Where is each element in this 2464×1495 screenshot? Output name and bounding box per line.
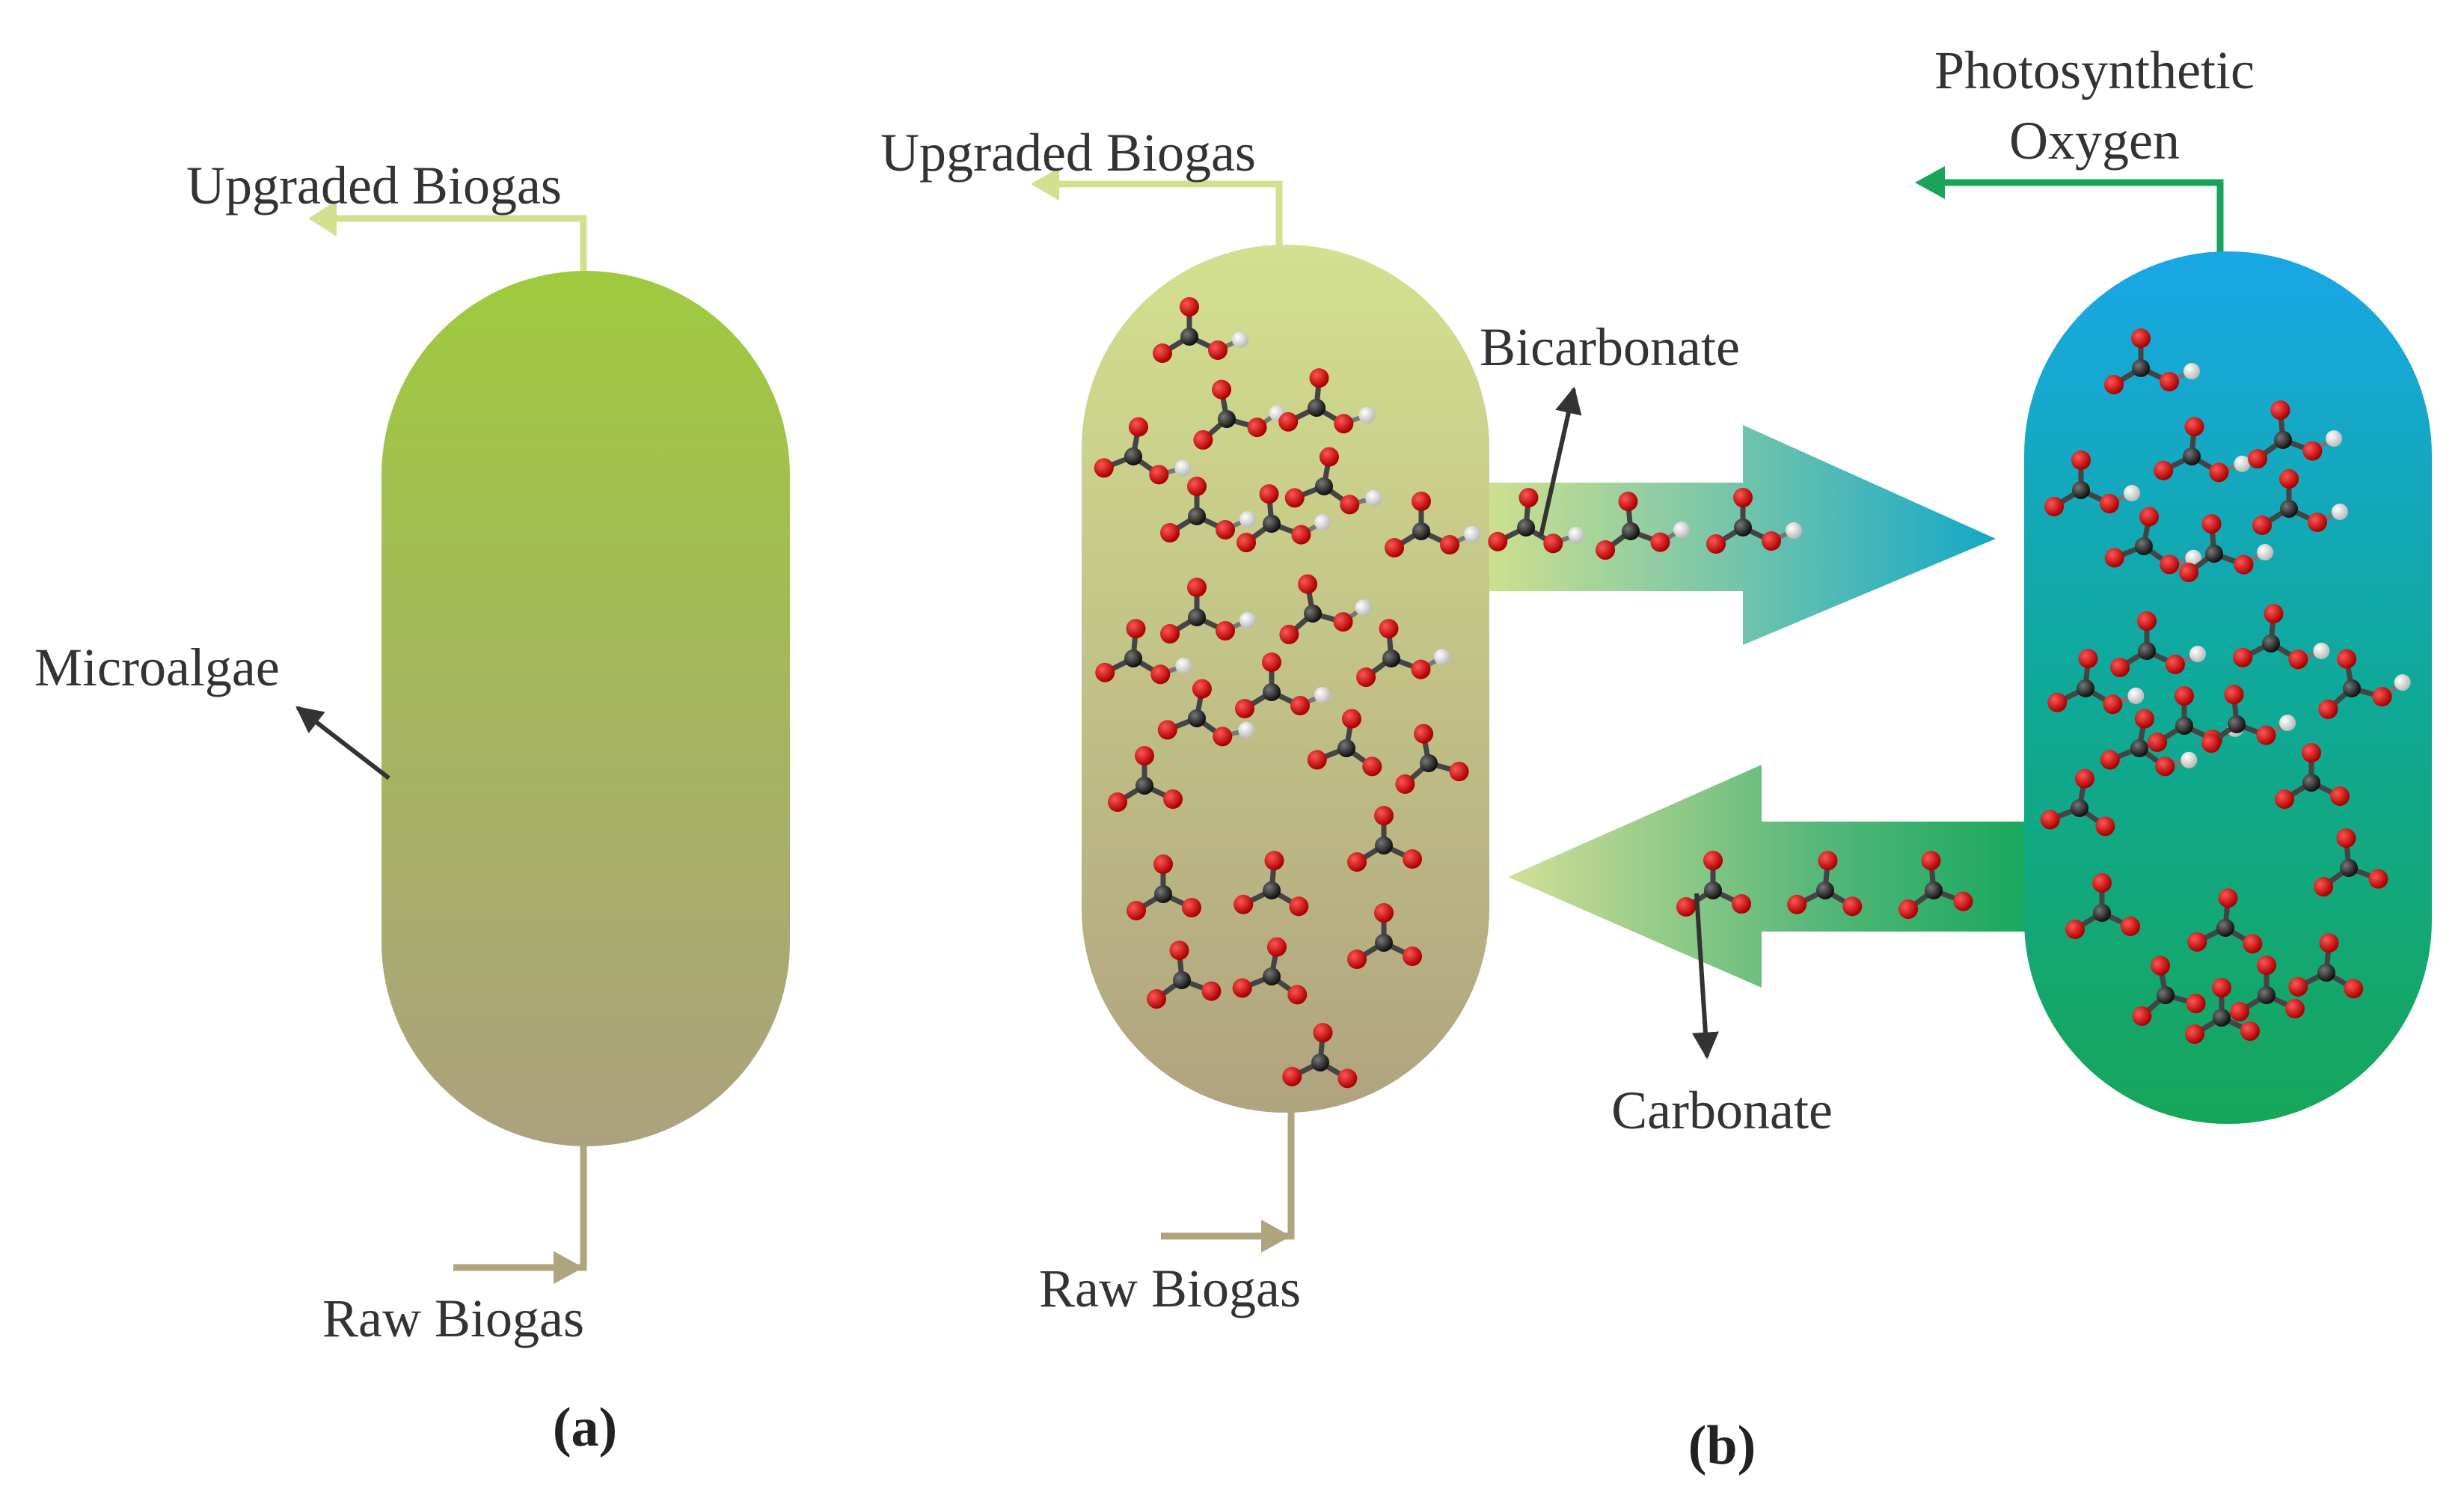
bicarbonate-molecule [1278, 368, 1376, 434]
microalgae-pointer-arrow [295, 706, 390, 780]
panel-b: Upgraded Biogas Bicarbonate Photosynthet… [880, 40, 2432, 1476]
carbonate-transfer-arrow [1508, 765, 2026, 988]
bicarbonate-pointer-arrow [1539, 386, 1582, 536]
raw-biogas-arrowhead-b [1261, 1220, 1291, 1253]
bicarbonate-molecule [1488, 488, 1585, 554]
bicarbonate-molecule [1160, 477, 1256, 542]
bicarbonate-molecule [1157, 679, 1255, 747]
carbonate-molecule [2314, 828, 2388, 897]
caption-b: (b) [1688, 1415, 1756, 1476]
bicarbonate-molecule [1279, 574, 1372, 644]
bicarbonate-molecule [1160, 578, 1256, 643]
label-upgraded-biogas-a: Upgraded Biogas [186, 156, 562, 215]
carbonate-molecule [2275, 743, 2350, 809]
bicarbonate-molecule [2047, 649, 2145, 715]
carbonate-molecule [2187, 888, 2263, 954]
bicarbonate-molecule [1193, 379, 1286, 450]
bicarbonate-molecule [1385, 492, 1480, 557]
bicarbonate-molecule [2104, 328, 2200, 394]
carbonate-molecule [2132, 956, 2206, 1026]
label-photosynthetic: Photosynthetic [1934, 40, 2255, 100]
bicarbonate-molecule [1356, 619, 1451, 688]
carbonate-molecule [2288, 933, 2364, 999]
bicarbonate-molecule [2248, 400, 2343, 469]
upgraded-biogas-line-b [1059, 180, 1283, 245]
carbonate-molecule [1147, 941, 1222, 1009]
bicarbonate-molecule [2252, 469, 2348, 535]
bicarbonate-molecule [2201, 685, 2296, 753]
carbonate-molecule [1347, 806, 1422, 872]
bicarbonate-molecule [1153, 297, 1248, 363]
label-oxygen: Oxygen [2009, 111, 2180, 171]
carbonate-molecule [1395, 724, 1469, 794]
bicarbonate-molecule [2044, 450, 2140, 516]
label-raw-biogas-b: Raw Biogas [1039, 1259, 1301, 1318]
raw-biogas-line-a [453, 1145, 587, 1271]
carbonate-molecule [1127, 854, 1201, 920]
oxygen-line [1945, 179, 2224, 253]
carbonate-pointer-arrow [1691, 893, 1719, 1060]
bicarbonate-molecule [1095, 619, 1192, 685]
reactor-a [381, 271, 790, 1146]
carbonate-molecule [2040, 768, 2115, 837]
bicarbonate-molecule [2318, 649, 2411, 719]
label-microalgae: Microalgae [34, 638, 280, 697]
carbonate-molecule [1347, 903, 1422, 969]
bicarbonate-molecule [1284, 447, 1382, 515]
carbonate-molecule [2065, 873, 2140, 939]
carbonate-molecule [1232, 937, 1308, 1005]
carbonate-molecule [1307, 709, 1382, 777]
bicarbonate-molecule [1094, 417, 1192, 485]
bicarbonate-molecule [2179, 514, 2274, 583]
bicarbonate-molecule [1235, 652, 1331, 718]
bicarbonate-molecule [2154, 417, 2251, 483]
bicarbonate-molecule [2104, 507, 2202, 575]
bicarbonate-molecule [2110, 611, 2206, 677]
carbonate-molecule [1898, 851, 1973, 920]
carbonate-molecule [2185, 978, 2260, 1044]
carbonate-molecule [1787, 851, 1863, 917]
label-upgraded-biogas-b: Upgraded Biogas [880, 123, 1256, 183]
carbonate-molecule [1108, 746, 1183, 812]
bicarbonate-molecule [1236, 484, 1331, 553]
carbonate-molecule [2230, 956, 2305, 1021]
label-bicarbonate: Bicarbonate [1480, 317, 1740, 377]
raw-biogas-line-b [1161, 1111, 1295, 1240]
upgraded-biogas-arrowhead-b [1031, 168, 1059, 201]
bicarbonate-molecule [1596, 492, 1691, 560]
bicarbonate-molecule [2233, 604, 2330, 670]
molecules [1094, 297, 2411, 1089]
panel-a: Upgraded Biogas Microalgae Raw Biogas (a… [34, 156, 790, 1458]
caption-a: (a) [553, 1397, 617, 1458]
label-raw-biogas-a: Raw Biogas [322, 1288, 584, 1348]
oxygen-arrowhead [1915, 166, 1945, 199]
label-carbonate: Carbonate [1611, 1080, 1833, 1140]
bicarbonate-molecule [2100, 709, 2198, 777]
upgraded-biogas-arrowhead-a [308, 201, 337, 236]
carbonate-molecule [1233, 851, 1309, 917]
reactor-b-absorption [1082, 245, 1489, 1113]
raw-biogas-arrowhead-a [554, 1251, 583, 1284]
carbonate-molecule [1676, 851, 1751, 917]
bicarbonate-molecule [1706, 488, 1802, 554]
carbonate-molecule [1282, 1023, 1358, 1089]
